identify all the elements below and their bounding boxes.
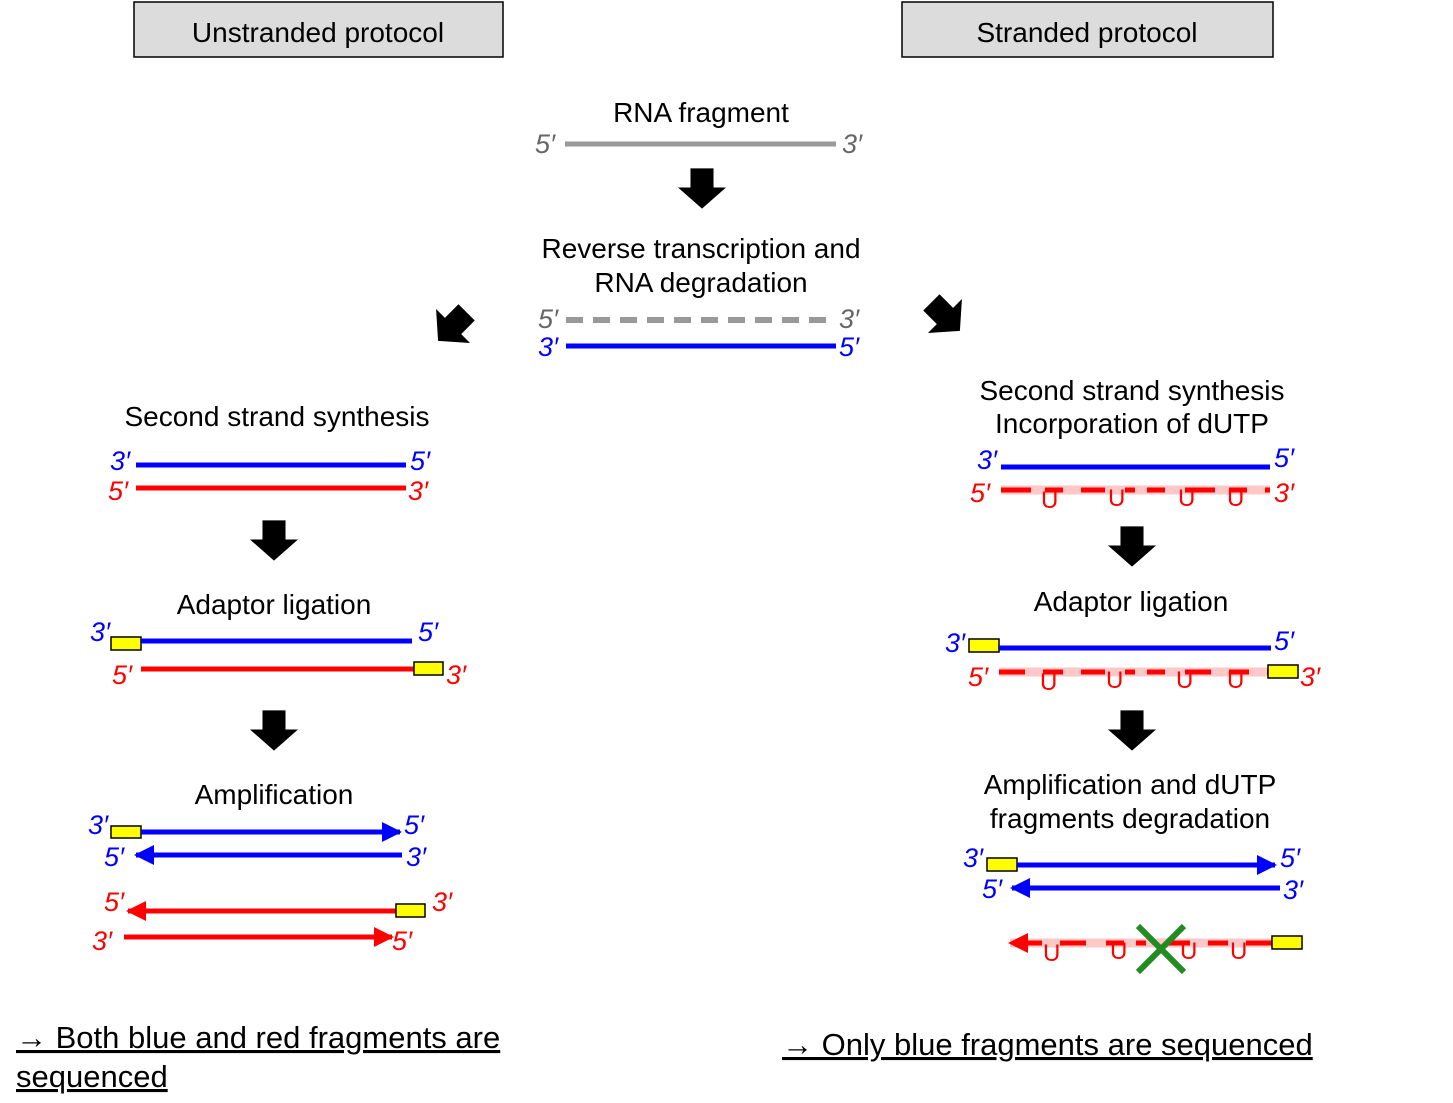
svg-text:3′: 3′ [977, 445, 998, 475]
adaptor-block [110, 636, 142, 651]
svg-text:3′: 3′ [408, 476, 429, 506]
cdna-strand: 3′ 5′ [538, 332, 860, 362]
left-amplified-products: 3′ 5′ 5′ 3′ 5′ 3′ 3′ 5′ [88, 810, 453, 956]
down-arrow-icon [250, 710, 298, 751]
svg-text:U: U [1106, 667, 1123, 694]
svg-text:5′: 5′ [982, 874, 1003, 904]
right-second-strand-line2: Incorporation of dUTP [995, 408, 1269, 439]
svg-text:3′: 3′ [92, 926, 113, 956]
svg-text:5′: 5′ [968, 662, 989, 692]
svg-text:5′: 5′ [410, 446, 431, 476]
svg-text:5′: 5′ [418, 617, 439, 647]
right-ds-cdna-dutp: 3′ 5′ 5′ U U U U 3′ [970, 443, 1295, 514]
svg-text:3′: 3′ [110, 446, 131, 476]
left-second-strand-label: Second strand synthesis [124, 401, 429, 432]
svg-text:5′: 5′ [970, 478, 991, 508]
adaptor-block [1267, 664, 1299, 679]
unstranded-title: Unstranded protocol [192, 17, 444, 48]
adaptor-block [1271, 935, 1303, 950]
stranded-header: Stranded protocol [901, 1, 1274, 58]
down-arrow-icon [250, 520, 298, 561]
svg-text:U: U [1230, 938, 1247, 965]
rna-5prime-label: 5′ [535, 129, 556, 159]
svg-text:3′: 3′ [945, 628, 966, 658]
rna-3prime-label: 3′ [842, 129, 863, 159]
adaptor-block [968, 638, 1000, 653]
adaptor-block [986, 857, 1018, 872]
svg-text:5′: 5′ [108, 476, 129, 506]
svg-text:3′: 3′ [90, 617, 111, 647]
right-adaptor-label: Adaptor ligation [1034, 586, 1229, 617]
svg-text:3′: 3′ [432, 887, 453, 917]
degraded-rna-strand: 5′ 3′ [538, 304, 860, 334]
svg-text:U: U [1227, 667, 1244, 694]
rt-label-line1: Reverse transcription and [541, 233, 860, 264]
down-arrow-icon [1108, 526, 1156, 567]
svg-text:5′: 5′ [1274, 626, 1295, 656]
left-adaptor-label: Adaptor ligation [177, 589, 372, 620]
right-conclusion: → Only blue fragments are sequenced [782, 1027, 1313, 1062]
adaptor-block [413, 661, 444, 676]
svg-text:5′: 5′ [104, 887, 125, 917]
unstranded-header: Unstranded protocol [133, 1, 504, 58]
rt-label-line2: RNA degradation [594, 267, 807, 298]
right-amplified-products: 3′ 5′ 5′ 3′ U U U U [963, 843, 1304, 975]
svg-text:5′: 5′ [112, 660, 133, 690]
svg-text:3′: 3′ [1274, 478, 1295, 508]
rna-fragment-label: RNA fragment [613, 97, 789, 128]
svg-text:3′: 3′ [406, 842, 427, 872]
svg-text:U: U [1180, 938, 1197, 965]
left-ds-cdna: 3′ 5′ 5′ 3′ [108, 446, 431, 506]
svg-text:5′: 5′ [839, 332, 860, 362]
svg-text:5′: 5′ [1280, 843, 1301, 873]
svg-text:U: U [1176, 667, 1193, 694]
left-conclusion-line1: → Both blue and red fragments are [16, 1020, 500, 1055]
stranded-title: Stranded protocol [976, 17, 1197, 48]
svg-text:U: U [1178, 485, 1195, 512]
svg-text:5′: 5′ [404, 810, 425, 840]
svg-text:5′: 5′ [1274, 443, 1295, 473]
svg-text:5′: 5′ [392, 926, 413, 956]
degraded-dutp-strand: U U U U [1008, 933, 1303, 967]
down-right-arrow-icon [914, 285, 977, 348]
svg-text:U: U [1108, 485, 1125, 512]
svg-text:5′: 5′ [104, 842, 125, 872]
right-amp-line1: Amplification and dUTP [984, 769, 1277, 800]
right-second-strand-line1: Second strand synthesis [979, 375, 1284, 406]
svg-text:U: U [1227, 485, 1244, 512]
left-amplification-label: Amplification [195, 779, 354, 810]
adaptor-block [110, 825, 142, 839]
svg-text:3′: 3′ [1283, 875, 1304, 905]
adaptor-block [395, 903, 426, 918]
right-amp-line2: fragments degradation [990, 803, 1270, 834]
svg-text:3′: 3′ [839, 304, 860, 334]
svg-text:U: U [1041, 487, 1058, 514]
right-adaptor-ligated: 3′ 5′ 5′ U U U U 3′ [945, 626, 1321, 696]
down-arrow-icon [1108, 710, 1156, 751]
svg-text:3′: 3′ [1300, 662, 1321, 692]
down-arrow-icon [678, 168, 726, 209]
svg-text:U: U [1040, 669, 1057, 696]
down-left-arrow-icon [421, 295, 484, 358]
svg-text:3′: 3′ [538, 332, 559, 362]
left-conclusion-line2: sequenced [16, 1059, 168, 1094]
svg-text:3′: 3′ [963, 843, 984, 873]
svg-text:3′: 3′ [88, 810, 109, 840]
svg-text:5′: 5′ [538, 304, 559, 334]
left-adaptor-ligated: 3′ 5′ 5′ 3′ [90, 617, 467, 690]
rna-strand: 5′ 3′ [535, 129, 863, 159]
svg-text:U: U [1043, 940, 1060, 967]
svg-text:U: U [1110, 938, 1127, 965]
degradation-cross-icon [1135, 923, 1187, 975]
svg-text:3′: 3′ [446, 660, 467, 690]
